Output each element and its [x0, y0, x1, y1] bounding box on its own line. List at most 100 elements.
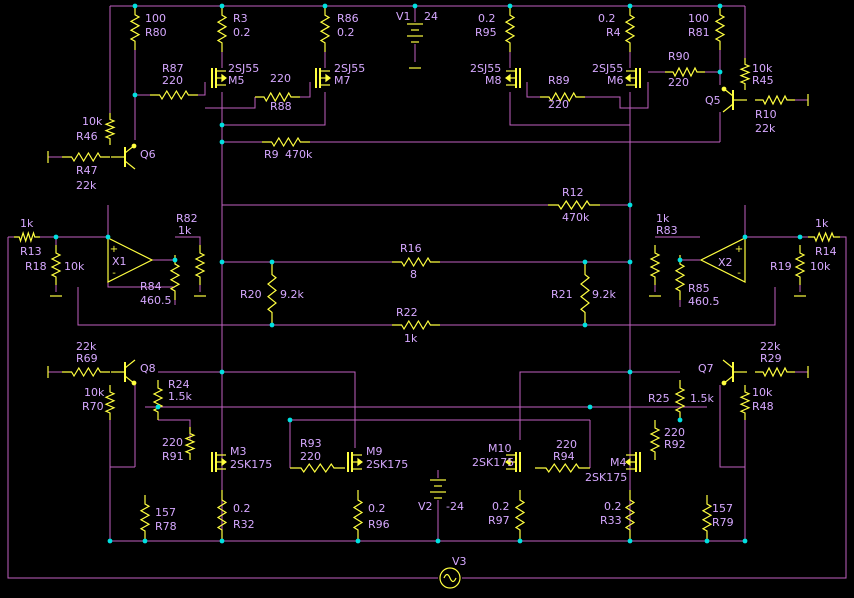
opamp-plus-mark: + [735, 244, 743, 255]
junction-dot [219, 369, 225, 375]
q6-ref-label: Q6 [140, 148, 156, 161]
r69-resistor [62, 366, 110, 378]
r93-value-label: 220 [300, 450, 321, 463]
wire [175, 236, 201, 245]
opamp-minus-mark: - [737, 268, 741, 279]
r82-resistor [194, 245, 206, 285]
m4-ref-label: M4 [610, 456, 627, 469]
r88-value-label: 220 [270, 72, 291, 85]
r48-value-label: 10k [752, 386, 773, 399]
r45-value-label: 10k [752, 62, 773, 75]
r78-resistor [139, 495, 151, 540]
r85-value-label: 460.5 [688, 295, 720, 308]
r86-ref-label: R86 [337, 12, 359, 25]
r19-ref-label: R19 [770, 260, 792, 273]
r96-value-label: 0.2 [368, 502, 386, 515]
r14-resistor [808, 231, 840, 243]
junction-dot [717, 3, 723, 9]
r94-resistor [535, 462, 590, 474]
wire [462, 236, 847, 579]
r32-resistor [216, 490, 228, 540]
r79-ref-label: R79 [712, 516, 734, 529]
r81-value-label: 100 [688, 12, 709, 25]
r91-value-label: 220 [162, 436, 183, 449]
r4-value-label: 0.2 [598, 12, 616, 25]
opamp-plus-mark: + [110, 244, 118, 255]
r10-value-label: 22k [755, 122, 776, 135]
r97-resistor [514, 490, 526, 540]
r70-ref-label: R70 [82, 400, 104, 413]
r33-ref-label: R33 [600, 514, 622, 527]
component-layer [14, 6, 840, 589]
r80-ref-label: R80 [145, 26, 167, 39]
v2-ref-label: V2 [418, 500, 433, 513]
r20-resistor [267, 262, 277, 325]
r20-ref-label: R20 [240, 288, 262, 301]
junction-dot [677, 417, 683, 423]
r32-value-label: 0.2 [233, 502, 251, 515]
r96-resistor [352, 490, 364, 540]
r83-value-label: 1k [656, 212, 670, 225]
r97-ref-label: R97 [488, 514, 510, 527]
r90-resistor [665, 66, 705, 78]
q7-transistor [721, 359, 747, 386]
r89-resistor [540, 91, 585, 103]
r25-value-label: 1.5k [690, 392, 714, 405]
wire [440, 287, 776, 326]
q8-transistor [111, 359, 137, 386]
r13-ref-label: R13 [20, 245, 42, 258]
r83-resistor [649, 245, 661, 285]
m9-value-label: 2SK175 [366, 458, 408, 471]
m10-mosfet [505, 452, 521, 472]
r69-value-label: 22k [76, 340, 97, 353]
r48-resistor [739, 385, 751, 420]
junction-dot [355, 538, 361, 544]
m7-value-label: 2SJ55 [334, 62, 365, 75]
r89-value-label: 220 [548, 98, 569, 111]
r18-ref-label: R18 [25, 260, 47, 273]
r22-ref-label: R22 [396, 306, 418, 319]
r83-ref-label: R83 [656, 224, 678, 237]
r12-ref-label: R12 [562, 186, 584, 199]
r4-resistor [624, 6, 636, 52]
r86-value-label: 0.2 [337, 26, 355, 39]
junction-dot [132, 3, 138, 9]
r4-ref-label: R4 [606, 26, 621, 39]
m5-ref-label: M5 [228, 74, 245, 87]
junction-dot [582, 259, 588, 265]
wire [300, 82, 311, 98]
x1-ref-label: X1 [112, 255, 127, 268]
r82-ref-label: R82 [176, 212, 198, 225]
wire [519, 371, 680, 440]
junction-dot [412, 3, 418, 9]
r85-ref-label: R85 [688, 282, 710, 295]
r88-ref-label: R88 [270, 100, 292, 113]
r92-ref-label: R92 [664, 438, 686, 451]
r46-ref-label: R46 [76, 130, 98, 143]
junction-dot [704, 538, 710, 544]
junction-dot [507, 3, 513, 9]
junction-dot [627, 3, 633, 9]
x2-ref-label: X2 [718, 256, 733, 269]
r95-value-label: 0.2 [478, 12, 496, 25]
r84-ref-label: R84 [140, 280, 162, 293]
x1-opamp [107, 237, 154, 283]
m6-value-label: 2SJ55 [592, 62, 623, 75]
m10-ref-label: M10 [488, 442, 512, 455]
q6-transistor [111, 143, 137, 170]
r85-resistor [674, 255, 686, 300]
junction-dot [269, 322, 275, 328]
m9-ref-label: M9 [366, 445, 383, 458]
m4-mosfet [625, 452, 641, 472]
r91-resistor [184, 427, 196, 460]
m8-value-label: 2SJ55 [470, 62, 501, 75]
r90-ref-label: R90 [668, 50, 690, 63]
r22-value-label: 1k [404, 332, 418, 345]
r94-value-label: 220 [556, 438, 577, 451]
r33-value-label: 0.2 [604, 500, 622, 513]
junction-dot [797, 234, 803, 240]
v3-ac-source [439, 567, 461, 589]
opamp-minus-mark: - [112, 268, 116, 279]
r29-value-label: 22k [760, 340, 781, 353]
